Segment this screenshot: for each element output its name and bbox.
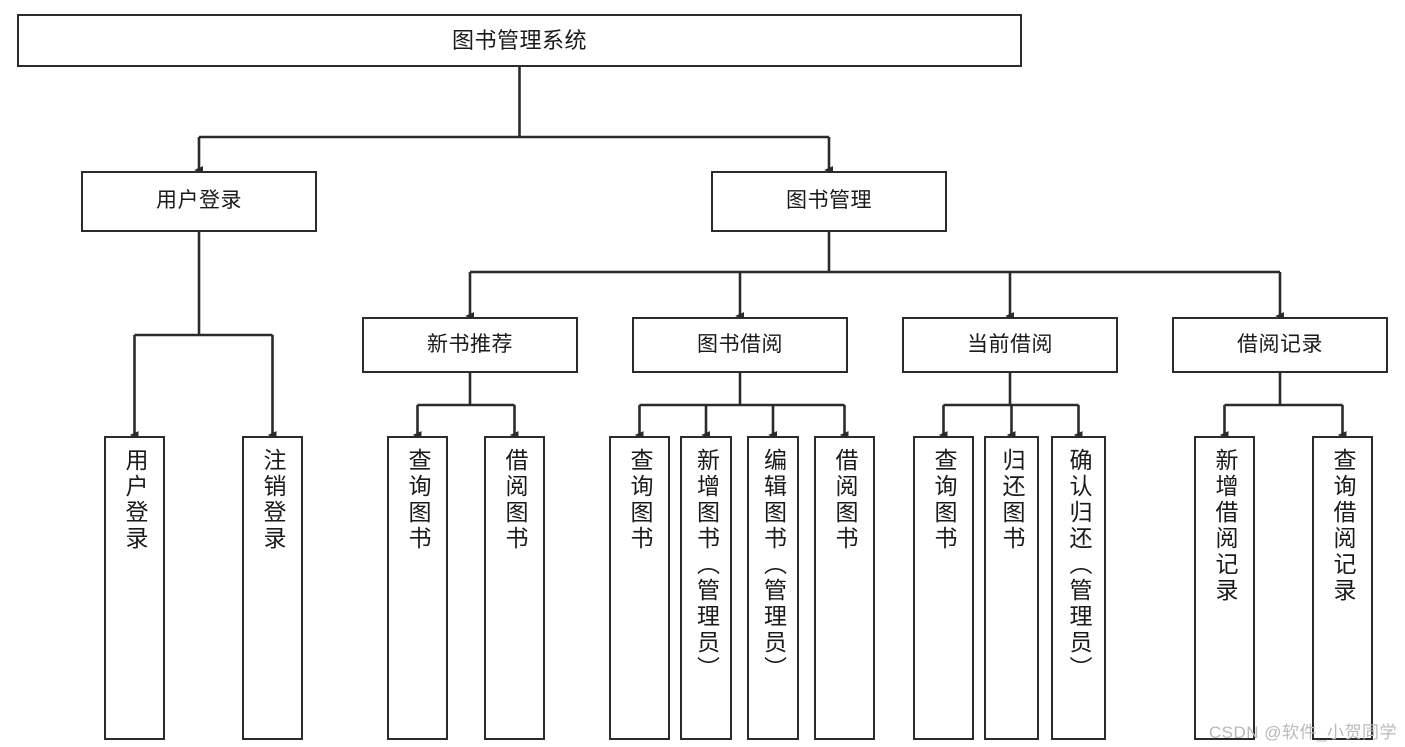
node-label: 确认归还（管理员）: [1066, 448, 1092, 682]
node-label: 新增借阅记录: [1212, 448, 1238, 604]
node-l-addbook[interactable]: 新增图书（管理员）: [680, 436, 732, 740]
node-label: 当前借阅: [967, 332, 1053, 356]
node-label: 编辑图书（管理员）: [760, 448, 787, 682]
node-label: 图书管理系统: [451, 27, 587, 53]
node-l-login[interactable]: 用户登录: [104, 436, 165, 740]
node-root[interactable]: 图书管理系统: [17, 14, 1022, 67]
node-label: 查询图书: [627, 448, 653, 552]
node-l-confirm[interactable]: 确认归还（管理员）: [1051, 436, 1106, 740]
node-l-qrec[interactable]: 查询借阅记录: [1312, 436, 1373, 740]
node-bookmgmt[interactable]: 图书管理: [711, 171, 947, 232]
node-l-bbook2[interactable]: 借阅图书: [814, 436, 875, 740]
node-l-logout[interactable]: 注销登录: [242, 436, 303, 740]
node-newbook[interactable]: 新书推荐: [362, 317, 578, 373]
node-login[interactable]: 用户登录: [81, 171, 317, 232]
node-label: 借阅记录: [1237, 332, 1323, 356]
node-label: 注销登录: [260, 448, 286, 552]
node-label: 借阅图书: [502, 448, 528, 552]
node-l-editbook[interactable]: 编辑图书（管理员）: [747, 436, 799, 740]
node-l-qbook1[interactable]: 查询图书: [387, 436, 448, 740]
node-l-bbook1[interactable]: 借阅图书: [484, 436, 545, 740]
node-label: 借阅图书: [832, 448, 858, 552]
node-label: 新增图书（管理员）: [693, 448, 720, 682]
node-label: 图书借阅: [697, 332, 783, 356]
node-label: 用户登录: [156, 189, 242, 213]
node-l-return[interactable]: 归还图书: [984, 436, 1039, 740]
node-label: 用户登录: [122, 448, 148, 552]
node-label: 查询借阅记录: [1330, 448, 1356, 604]
node-label: 查询图书: [931, 448, 957, 552]
node-l-addrec[interactable]: 新增借阅记录: [1194, 436, 1255, 740]
node-label: 查询图书: [405, 448, 431, 552]
node-l-qbook2[interactable]: 查询图书: [609, 436, 670, 740]
node-current[interactable]: 当前借阅: [902, 317, 1118, 373]
node-l-qbook3[interactable]: 查询图书: [913, 436, 974, 740]
node-records[interactable]: 借阅记录: [1172, 317, 1388, 373]
node-label: 图书管理: [786, 189, 872, 213]
node-label: 归还图书: [999, 448, 1025, 552]
node-borrow[interactable]: 图书借阅: [632, 317, 848, 373]
node-label: 新书推荐: [427, 332, 513, 356]
